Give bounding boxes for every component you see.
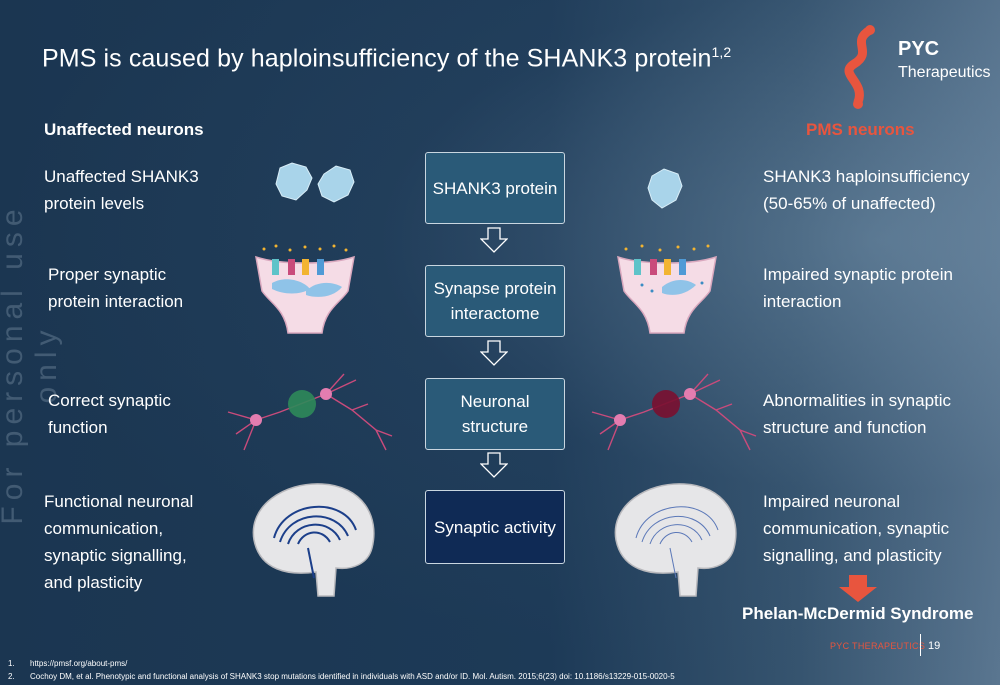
slide-title-text: PMS is caused by haploinsufficiency of t… <box>42 44 712 73</box>
right-item-4: Impaired neuronal communication, synapti… <box>763 492 950 565</box>
box-shank3-protein-label: SHANK3 protein <box>432 178 558 198</box>
down-arrow-icon <box>480 340 508 366</box>
reference-text: Cochoy DM, et al. Phenotypic and functio… <box>30 672 675 681</box>
right-item-2: Impaired synaptic protein interaction <box>763 265 953 311</box>
outcome-label: Phelan-McDermid Syndrome <box>742 604 974 623</box>
right-column-header: PMS neurons <box>806 120 915 139</box>
left-item-3: Correct synaptic function <box>48 391 171 437</box>
right-item-1: SHANK3 haploinsufficiency (50-65% of una… <box>763 167 970 213</box>
references: 1. https://pmsf.org/about-pms/ 2. Cochoy D… <box>8 657 675 683</box>
pyc-logo-icon <box>844 25 875 109</box>
synapse-impaired-icon <box>617 244 717 334</box>
slide-title: PMS is caused by haploinsufficiency of t… <box>42 44 731 73</box>
brain-impaired-icon <box>614 483 737 597</box>
box-shank3-protein: SHANK3 protein <box>425 152 565 224</box>
down-arrow-icon <box>480 452 508 478</box>
down-arrow-icon <box>480 227 508 253</box>
right-item-3: Abnormalities in synaptic structure and … <box>763 391 952 437</box>
left-item-1: Unaffected SHANK3 protein levels <box>44 167 199 213</box>
box-synaptic-activity: Synaptic activity <box>425 490 565 564</box>
box-synapse-interactome: Synapse protein interactome <box>425 265 565 337</box>
footer-separator <box>920 634 921 656</box>
reference-number: 2. <box>8 672 15 681</box>
reference-text: https://pmsf.org/about-pms/ <box>30 659 128 668</box>
left-item-2: Proper synaptic protein interaction <box>48 265 184 311</box>
synapse-normal-icon <box>255 244 355 334</box>
outcome-arrow-icon <box>839 575 877 602</box>
reference-item: 2. Cochoy DM, et al. Phenotypic and funct… <box>8 670 675 683</box>
brain-normal-icon <box>252 483 375 597</box>
reference-item: 1. https://pmsf.org/about-pms/ <box>8 657 675 670</box>
logo-text-therapeutics: Therapeutics <box>898 64 991 81</box>
shank3-protein-single-icon <box>647 168 683 209</box>
logo-text-pyc: PYC <box>898 38 940 60</box>
shank3-protein-pair-icon <box>275 162 355 203</box>
box-synaptic-activity-label: Synaptic activity <box>434 517 556 537</box>
box-neuronal-structure-label: Neuronal structure <box>460 392 530 436</box>
left-item-4: Functional neuronal communication, synap… <box>44 492 194 592</box>
reference-number: 1. <box>8 659 15 668</box>
box-neuronal-structure: Neuronal structure <box>425 378 565 450</box>
footer-brand: PYC THERAPEUTICS <box>830 641 926 651</box>
neuron-pair-normal-icon <box>227 373 393 451</box>
neuron-pair-impaired-icon <box>591 373 757 451</box>
left-column-header: Unaffected neurons <box>44 120 204 139</box>
title-superscript: 1,2 <box>711 44 732 60</box>
page-number: 19 <box>928 640 941 652</box>
box-synapse-interactome-label: Synapse protein interactome <box>433 279 557 323</box>
